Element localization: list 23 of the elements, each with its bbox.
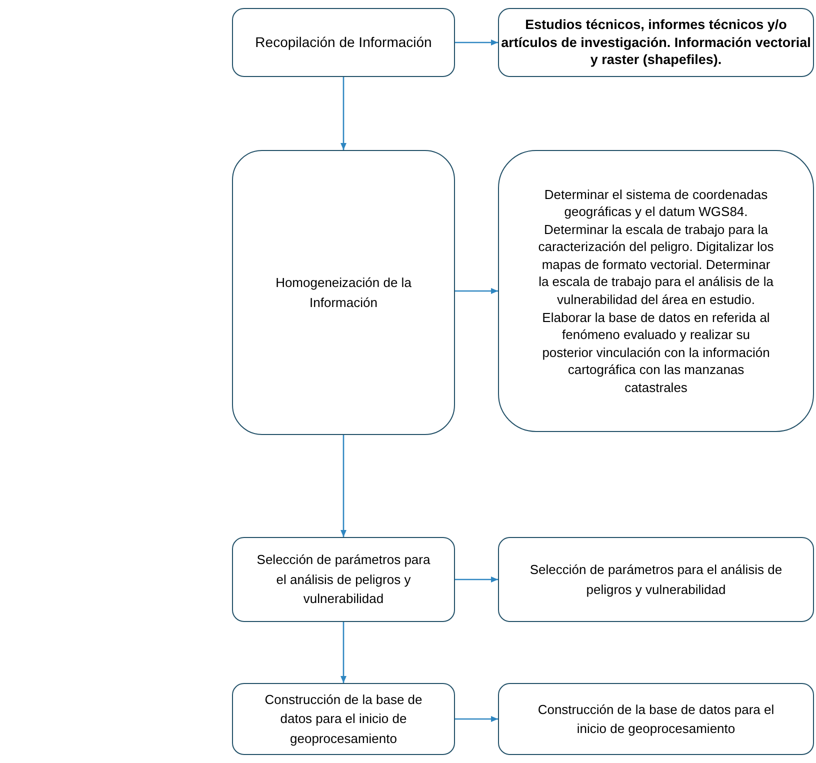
box-text: Recopilación de Información [255,33,432,52]
process-box [498,8,814,77]
box-text: Homogeneización de la Información [274,274,412,312]
process-box [498,537,814,622]
process-box [498,150,814,432]
arrow [340,77,346,150]
process-box [498,683,814,755]
process-box [232,537,455,622]
box-text: Selección de parámetros para el análisis de peligros y vulnerabilidad [256,551,432,608]
arrow [340,435,346,537]
arrow [455,716,498,722]
box-text: Estudios técnicos, informes técnicos y/o artículos de investigación. Información vectorial y raster (shapefiles). [501,16,811,69]
box-text: Construcción de la base de datos para el inicio de geoprocesamiento [264,690,424,748]
arrow [340,622,346,683]
arrow [455,576,498,582]
box-text: Selección de parámetros para el análisis de peligros y vulnerabilidad [528,561,784,599]
process-box [232,150,455,435]
arrow [455,288,498,294]
box-text: Construcción de la base de datos para el inicio de geoprocesamiento [536,700,776,738]
process-box [232,8,455,77]
arrow [455,40,498,46]
box-text: Determinar el sistema de coordenadas geográficas y el datum WGS84. Determinar la escala de trabajo para la caracterización del peligro. Digitalizar los mapas de formato vectorial. Determinar la escala de trabajo para el análisis de la vulnerabilidad del área en estudio. Elaborar la base de datos en referida al fenómeno evaluado y realizar su posterior vinculación con la información cartográfica con las manzanas catastrales [537,186,775,396]
process-box [232,683,455,755]
